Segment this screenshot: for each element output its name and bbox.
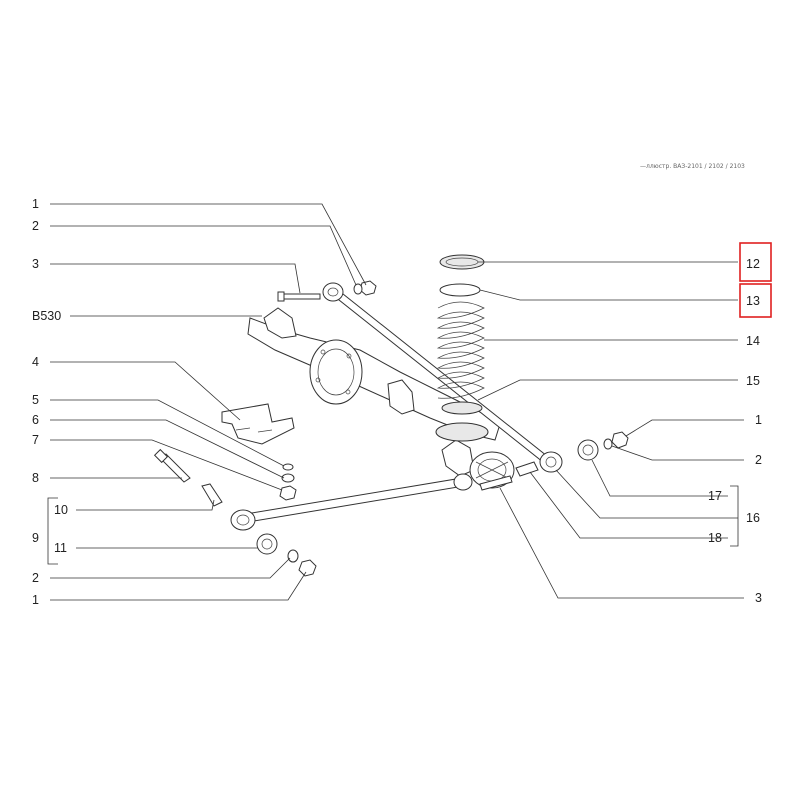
bracket (221, 403, 295, 445)
right-callouts: 12 13 14 15 1 2 17 16 18 3 (477, 242, 772, 605)
callout-label: 2 (32, 219, 39, 233)
callout-label: 2 (755, 453, 762, 467)
callout-label: 5 (32, 393, 39, 407)
callout-label: 10 (54, 503, 68, 517)
bushing-17 (577, 439, 599, 461)
washer-top (353, 283, 363, 295)
left-callouts: 1 2 3 B530 4 5 6 7 8 10 9 11 2 1 (32, 197, 367, 607)
callout-label: B530 (32, 309, 61, 323)
callout-label: 3 (32, 257, 39, 271)
parts-drawing (153, 254, 629, 577)
callout-label: 17 (708, 489, 722, 503)
callout-label: 11 (54, 541, 67, 555)
spring-insulator-top (439, 254, 485, 270)
callout-label: 9 (32, 531, 39, 545)
washer-6 (281, 473, 295, 483)
callout-label: 13 (746, 294, 760, 308)
callout-label: 1 (32, 593, 39, 607)
pin-bottom (479, 475, 513, 491)
callout-label: 1 (755, 413, 762, 427)
washer-bottom (287, 549, 299, 563)
header-note: —ллюстр. ВАЗ-2101 / 2102 / 2103 (640, 163, 745, 170)
callout-label: 4 (32, 355, 39, 369)
highlight-box-13 (739, 283, 772, 318)
washer-5 (282, 463, 294, 471)
nut-right (611, 431, 629, 449)
rear-axle-housing (247, 307, 501, 477)
callout-label: 1 (32, 197, 39, 211)
callout-label: 3 (755, 591, 762, 605)
washer-right (603, 438, 613, 450)
nut-6 (279, 485, 297, 501)
coil-spring (436, 254, 485, 415)
bolt-8 (153, 448, 191, 483)
callout-label: 14 (746, 334, 760, 348)
callout-label: 15 (746, 374, 760, 388)
bushing-10 (201, 483, 223, 507)
lower-longitudinal-rod (230, 473, 473, 531)
callout-label: 12 (746, 257, 760, 271)
bushing-11 (256, 533, 278, 555)
sleeve-18 (515, 461, 539, 477)
callout-label: 7 (32, 433, 39, 447)
callout-label: 8 (32, 471, 39, 485)
callout-label: 2 (32, 571, 39, 585)
highlight-box-12 (739, 242, 772, 282)
nut-bottom (298, 559, 317, 577)
callout-label: 6 (32, 413, 39, 427)
spring-lower-seat (435, 422, 489, 442)
callout-label: 16 (746, 511, 760, 525)
bolt-top (277, 291, 321, 302)
spring-insulator-cup (439, 283, 481, 297)
callout-label: 18 (708, 531, 722, 545)
